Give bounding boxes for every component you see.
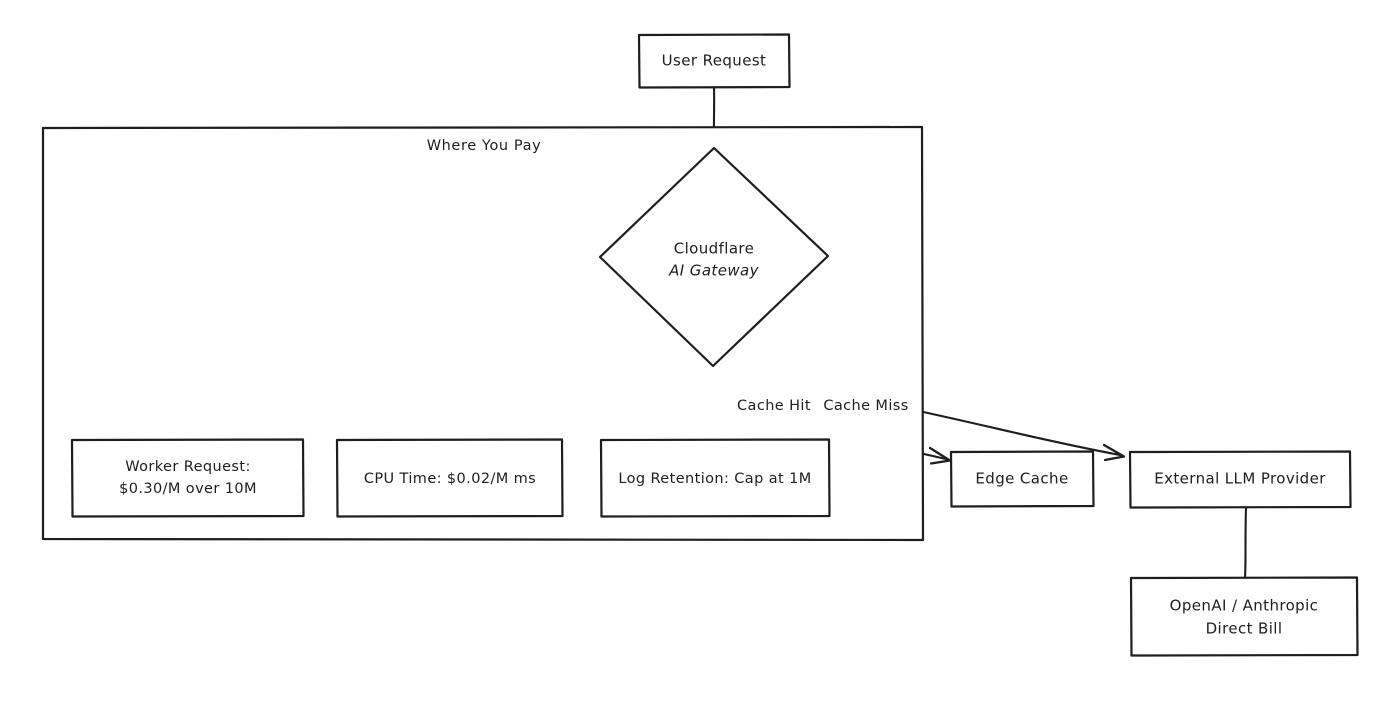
node-edge-cache[interactable]: Edge Cache <box>949 450 1095 508</box>
node-cpu-time-shape <box>335 438 564 518</box>
node-direct-bill[interactable]: OpenAI / Anthropic Direct Bill <box>1129 576 1359 657</box>
node-external-llm-provider[interactable]: External LLM Provider <box>1128 450 1352 509</box>
node-cpu-time[interactable]: CPU Time: $0.02/M ms <box>335 438 564 518</box>
node-user-request[interactable]: User Request <box>637 33 791 89</box>
edge-label-cache-hit: Cache Hit <box>737 398 811 414</box>
node-worker-request-shape <box>70 438 305 518</box>
node-cloudflare-ai-gateway[interactable]: Cloudflare AI Gateway <box>598 146 830 368</box>
edge-label-cache-miss: Cache Miss <box>823 398 908 414</box>
node-worker-request[interactable]: Worker Request: $0.30/M over 10M <box>70 438 305 518</box>
node-log-retention-shape <box>599 438 831 518</box>
node-edge-cache-label: Edge Cache <box>975 470 1068 488</box>
node-log-retention-line1: Log Retention: Cap at 1M <box>618 471 811 487</box>
node-cpu-time-line1: CPU Time: $0.02/M ms <box>364 471 536 487</box>
node-worker-request-line1: Worker Request: <box>125 459 250 475</box>
node-direct-bill-line2: Direct Bill <box>1206 620 1283 638</box>
node-gateway-label-line1: Cloudflare <box>674 240 755 258</box>
node-external-llm-label: External LLM Provider <box>1154 470 1326 488</box>
edge-external-llm-to-direct-bill <box>1243 506 1248 580</box>
node-worker-request-line2: $0.30/M over 10M <box>119 481 257 497</box>
edge-cache-miss-to-external-llm <box>898 405 1126 462</box>
node-gateway-label-line2: AI Gateway <box>668 262 759 280</box>
node-log-retention[interactable]: Log Retention: Cap at 1M <box>599 438 831 518</box>
node-user-request-label: User Request <box>662 52 767 70</box>
group-label-where-you-pay: Where You Pay <box>427 138 542 154</box>
node-direct-bill-line1: OpenAI / Anthropic <box>1170 597 1319 615</box>
